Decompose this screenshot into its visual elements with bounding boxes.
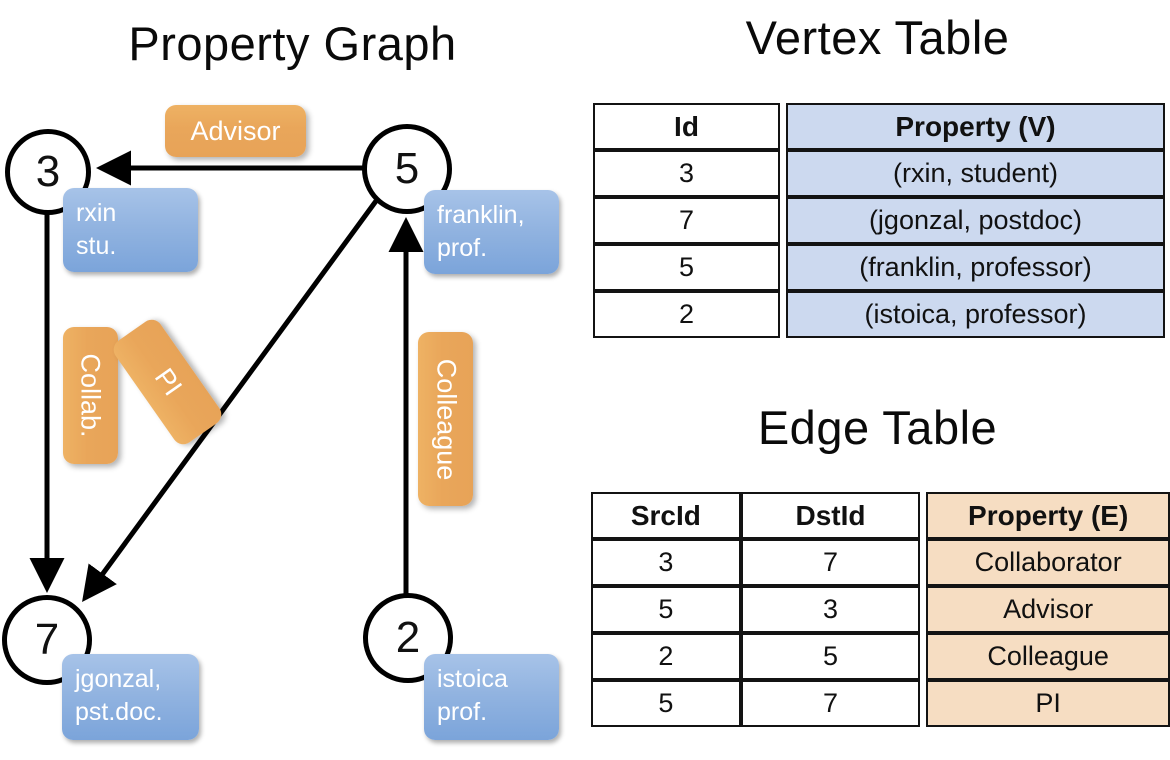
vertex-table-column-gap xyxy=(780,244,786,291)
vertex-row-1-id: 7 xyxy=(593,197,780,244)
edge-row-2-dst: 5 xyxy=(740,633,921,680)
graph-edge-label-colleague: Colleague xyxy=(418,332,473,506)
edge-row-2-property: Colleague xyxy=(926,633,1170,680)
vertex-table-header-property: Property (V) xyxy=(786,103,1165,150)
graph-edge-label-colleague-text: Colleague xyxy=(431,358,461,480)
graph-edge-label-advisor: Advisor xyxy=(165,105,306,157)
graph-node-5[interactable]: 5 xyxy=(362,124,452,214)
graph-node-7-label: 7 xyxy=(34,615,60,664)
vertex-row-0-id: 3 xyxy=(593,150,780,197)
table-row[interactable]: 5 7 PI xyxy=(591,680,1170,727)
graph-node-2[interactable]: 2 xyxy=(363,593,453,683)
graph-edge-label-collaborator: Collab. xyxy=(63,327,118,464)
graph-node-7-property-box: jgonzal, pst.doc. xyxy=(62,654,199,740)
vertex-row-2-id: 5 xyxy=(593,244,780,291)
table-row[interactable]: 2 5 Colleague xyxy=(591,633,1170,680)
edge-table-column-gap xyxy=(920,586,927,633)
graph-node-5-property-box: franklin, prof. xyxy=(424,190,559,274)
edge-row-1-property: Advisor xyxy=(926,586,1170,633)
edge-row-3-src: 5 xyxy=(591,680,741,727)
edge-row-0-property: Collaborator xyxy=(926,539,1170,586)
vertex-table-column-gap xyxy=(780,103,786,150)
vertex-table-column-gap xyxy=(780,150,786,197)
edge-row-0-src: 3 xyxy=(591,539,741,586)
vertex-table-column-gap xyxy=(780,197,786,244)
graph-node-3-label: 3 xyxy=(35,147,61,196)
edge-row-0-dst: 7 xyxy=(740,539,921,586)
edge-table-column-gap xyxy=(920,633,927,680)
graph-node-2-label: 2 xyxy=(395,613,421,662)
table-row[interactable]: 2 (istoica, professor) xyxy=(593,291,1165,338)
vertex-table: Id Property (V) 3 (rxin, student) 7 (jgo… xyxy=(593,103,1165,338)
edge-row-2-src: 2 xyxy=(591,633,741,680)
edge-table-header-row: SrcId DstId Property (E) xyxy=(591,492,1170,539)
vertex-row-1-property: (jgonzal, postdoc) xyxy=(786,197,1165,244)
edge-table-header-property: Property (E) xyxy=(926,492,1170,539)
table-row[interactable]: 5 3 Advisor xyxy=(591,586,1170,633)
page-title-property-graph: Property Graph xyxy=(128,17,457,70)
graph-node-2-property-box: istoica prof. xyxy=(424,654,559,740)
graph-edge-pi xyxy=(82,199,379,603)
graph-node-5-label: 5 xyxy=(394,144,420,193)
edge-row-3-property: PI xyxy=(926,680,1170,727)
graph-edge-label-pi-text: PI xyxy=(148,362,188,401)
edge-row-3-dst: 7 xyxy=(740,680,921,727)
vertex-table-header-row: Id Property (V) xyxy=(593,103,1165,150)
edge-table: SrcId DstId Property (E) 3 7 Collaborato… xyxy=(591,492,1170,727)
edge-table-header-dstid: DstId xyxy=(740,492,921,539)
edge-table-header-srcid: SrcId xyxy=(591,492,741,539)
page-title-edge-table: Edge Table xyxy=(757,401,998,454)
edge-table-column-gap xyxy=(920,680,927,727)
vertex-table-header-id: Id xyxy=(593,103,780,150)
edge-table-column-gap xyxy=(920,539,927,586)
edge-table-column-gap xyxy=(920,492,927,539)
table-row[interactable]: 7 (jgonzal, postdoc) xyxy=(593,197,1165,244)
graph-edge-label-collaborator-text: Collab. xyxy=(76,353,107,438)
table-row[interactable]: 3 7 Collaborator xyxy=(591,539,1170,586)
graph-edge-label-advisor-text: Advisor xyxy=(190,115,281,146)
graph-node-3-property-box: rxin stu. xyxy=(63,188,198,272)
vertex-row-3-id: 2 xyxy=(593,291,780,338)
table-row[interactable]: 5 (franklin, professor) xyxy=(593,244,1165,291)
vertex-row-3-property: (istoica, professor) xyxy=(786,291,1165,338)
property-graph-diagram: 3 5 7 2 rxin stu. franklin, prof. jgonza… xyxy=(2,105,559,740)
graph-edges-svg xyxy=(29,150,424,603)
vertex-row-2-property: (franklin, professor) xyxy=(786,244,1165,291)
vertex-row-0-property: (rxin, student) xyxy=(786,150,1165,197)
vertex-table-column-gap xyxy=(780,291,786,338)
page-title-vertex-table: Vertex Table xyxy=(745,11,1010,64)
edge-row-1-dst: 3 xyxy=(740,586,921,633)
table-row[interactable]: 3 (rxin, student) xyxy=(593,150,1165,197)
edge-row-1-src: 5 xyxy=(591,586,741,633)
